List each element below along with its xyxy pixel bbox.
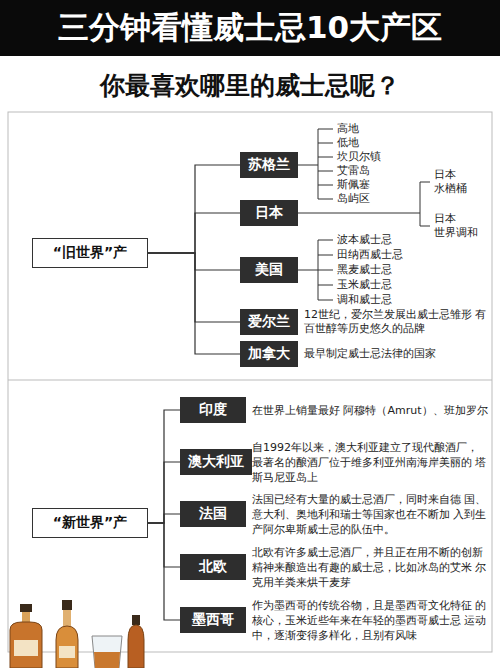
box-label: 日本	[255, 204, 283, 222]
region-item: 坎贝尔镇	[337, 150, 381, 164]
country-box: 法国	[180, 501, 246, 527]
box-label: “新世界”产	[53, 514, 127, 532]
branch-connector	[148, 410, 180, 523]
region-item: 波本威士忌	[337, 233, 392, 247]
box-label: 澳大利亚	[188, 453, 244, 471]
branch-connector	[148, 514, 180, 523]
box-label: 北欧	[199, 558, 227, 576]
description-note: 作为墨西哥的传统谷物，且是墨西哥文化特征 的核心，玉米近些年来在年轻的墨西哥威士…	[252, 598, 490, 643]
country-box: 苏格兰	[240, 152, 298, 178]
box-label: 墨西哥	[192, 611, 234, 629]
description-note: 法国已经有大量的威士忌酒厂，同时来自德 国、意大利、奥地利和瑞士等国家也在不断加…	[252, 492, 490, 537]
box-label: 法国	[199, 505, 227, 523]
country-box: 加拿大	[240, 341, 298, 367]
box-label: 爱尔兰	[248, 313, 290, 331]
region-item: 黑麦威士忌	[337, 263, 392, 277]
box-label: 美国	[255, 261, 283, 279]
branch-connector	[148, 523, 180, 620]
country-box: 北欧	[180, 554, 246, 580]
country-box: 日本	[240, 200, 298, 226]
branch-connector	[148, 253, 240, 354]
description-note: 12世纪，爱尔兰发展出威士忌雏形 有百世醇等历史悠久的品牌	[304, 308, 490, 336]
region-item: 调和威士忌	[337, 293, 392, 307]
branch-connector	[148, 165, 240, 253]
region-item: 高地	[337, 122, 359, 136]
region-item: 斯佩塞	[337, 178, 370, 192]
region-group-box: “旧世界”产	[32, 238, 148, 268]
country-box: 澳大利亚	[180, 449, 252, 475]
region-item: 田纳西威士忌	[337, 248, 403, 262]
section-divider	[8, 380, 492, 381]
bottles-illustration	[10, 600, 144, 668]
description-note: 在世界上销量最好 阿穆特（Amrut）、班加罗尔	[252, 403, 490, 418]
region-item: 日本 世界调和	[434, 212, 478, 240]
panel-border	[8, 112, 492, 652]
branch-connector	[148, 253, 240, 322]
branch-connector	[148, 462, 180, 523]
country-box: 美国	[240, 257, 298, 283]
description-note: 最早制定威士忌法律的国家	[304, 347, 490, 361]
country-box: 印度	[180, 397, 246, 423]
branch-connector	[148, 213, 240, 253]
title-bar	[0, 0, 500, 56]
region-item: 低地	[337, 136, 359, 150]
box-label: 加拿大	[248, 345, 290, 363]
region-item: 玉米威士忌	[337, 278, 392, 292]
box-label: 印度	[199, 401, 227, 419]
branch-connector	[148, 253, 240, 270]
region-item: 艾雷岛	[337, 164, 370, 178]
subtitle: 你最喜欢哪里的威士忌呢？	[0, 70, 500, 102]
region-item: 日本 水楢桶	[434, 168, 467, 196]
page-title: 三分钟看懂威士忌10大产区	[0, 0, 500, 56]
description-note: 北欧有许多威士忌酒厂，并且正在用不断的创新 精神来酿造出有趣的威士忌，比如冰岛的…	[252, 545, 490, 590]
box-label: “旧世界”产	[53, 244, 127, 262]
region-item: 岛屿区	[337, 192, 370, 206]
box-label: 苏格兰	[248, 156, 290, 174]
scotland-bracket	[298, 129, 333, 199]
usa-bracket	[298, 240, 333, 300]
description-note: 自1992年以来，澳大利亚建立了现代酿酒厂， 最著名的酿酒厂位于维多利亚州南海岸…	[252, 440, 490, 485]
country-box: 墨西哥	[180, 607, 246, 633]
region-group-box: “新世界”产	[32, 508, 148, 538]
country-box: 爱尔兰	[240, 309, 298, 335]
